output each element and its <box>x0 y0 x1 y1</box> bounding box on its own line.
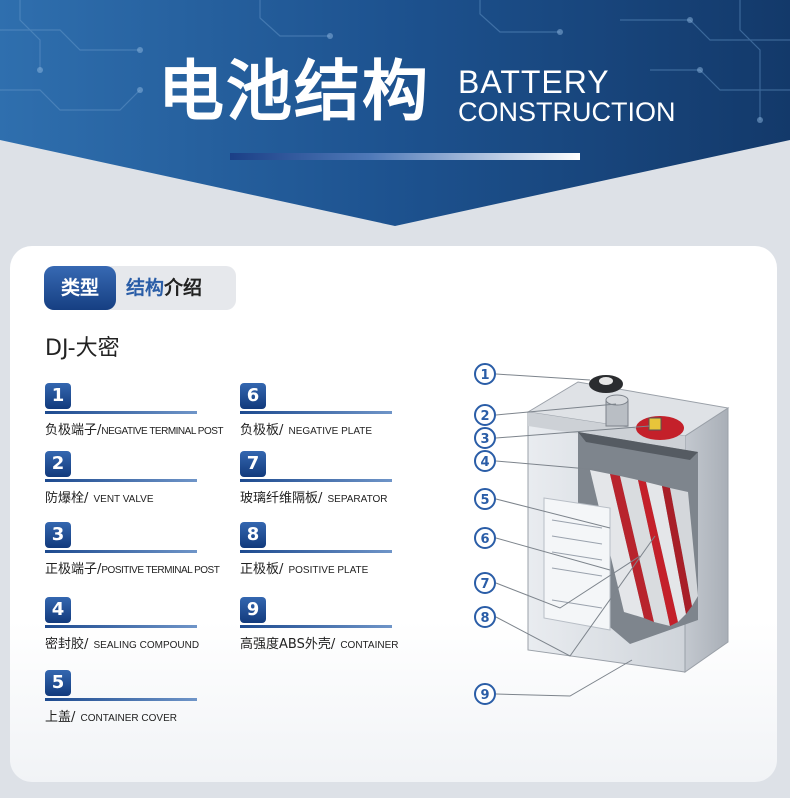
part-label-en: CONTAINER <box>340 640 399 651</box>
part-number-badge: 5 <box>45 670 71 696</box>
header-background <box>0 0 790 250</box>
callout-8-marker: 8 <box>474 606 496 628</box>
part-label-cn: 防爆栓/ <box>45 491 89 506</box>
part-label-en: POSITIVE PLATE <box>288 565 369 576</box>
callout-5-text: 5 <box>480 493 489 508</box>
part-number-badge: 9 <box>240 597 266 623</box>
part-number-badge: 2 <box>45 451 71 477</box>
part-label-cn: 正极板/ <box>240 562 284 577</box>
part-label-cn: 正极端子/ <box>45 562 102 577</box>
part-label-en: SEPARATOR <box>327 494 388 505</box>
callout-8-text: 8 <box>480 611 489 626</box>
part-underline <box>45 625 197 628</box>
part-label-en: SEALING COMPOUND <box>93 640 200 651</box>
part-label: 负极端子/NEGATIVE TERMINAL POST <box>45 419 224 438</box>
title-underline <box>230 153 580 160</box>
callout-leaders <box>495 373 656 697</box>
part-label-en: CONTAINER COVER <box>80 713 177 724</box>
part-number-badge: 6 <box>240 383 266 409</box>
page-header: 电池结构 BATTERY CONSTRUCTION <box>0 0 790 250</box>
part-label-en: POSITIVE TERMINAL POST <box>101 565 220 576</box>
part-label: 密封胶/ SEALING COMPOUND <box>45 633 199 652</box>
part-number-badge: 3 <box>45 522 71 548</box>
part-underline <box>45 411 197 414</box>
callout-4-marker: 4 <box>474 450 496 472</box>
callout-markers: 1 2 3 4 5 6 7 8 9 <box>474 363 496 705</box>
part-label-en: NEGATIVE PLATE <box>288 426 373 437</box>
part-label: 防爆栓/ VENT VALVE <box>45 487 154 506</box>
part-label-cn: 上盖/ <box>45 710 76 725</box>
callout-6-text: 6 <box>480 532 489 547</box>
part-label: 正极端子/POSITIVE TERMINAL POST <box>45 558 220 577</box>
part-underline <box>45 550 197 553</box>
callout-3-text: 3 <box>480 432 489 447</box>
page-title-cn: 电池结构 <box>158 53 430 130</box>
positive-terminal-bolt <box>648 417 662 431</box>
callout-6-marker: 6 <box>474 527 496 549</box>
part-number-badge: 7 <box>240 451 266 477</box>
battery-cutaway-diagram: 1 2 3 4 5 6 7 8 9 <box>460 360 760 724</box>
part-underline <box>240 411 392 414</box>
vent-valve-cap <box>605 394 629 406</box>
part-label-en: VENT VALVE <box>93 494 154 505</box>
callout-1-text: 1 <box>480 368 489 383</box>
tab-type[interactable]: 类型 <box>44 266 116 310</box>
callout-4-text: 4 <box>480 455 489 470</box>
part-label-cn: 高强度ABS外壳/ <box>240 637 336 652</box>
part-number-badge: 1 <box>45 383 71 409</box>
part-label: 负极板/ NEGATIVE PLATE <box>240 419 372 438</box>
callout-1-marker: 1 <box>474 363 496 385</box>
part-label: 玻璃纤维隔板/ SEPARATOR <box>240 487 388 506</box>
part-underline <box>240 550 392 553</box>
callout-7-text: 7 <box>480 577 489 592</box>
part-label-en: NEGATIVE TERMINAL POST <box>101 426 224 437</box>
cutaway-shadow <box>578 432 698 460</box>
callout-3-marker: 3 <box>474 427 496 449</box>
part-label-cn: 密封胶/ <box>45 637 89 652</box>
part-label: 上盖/ CONTAINER COVER <box>45 706 177 725</box>
part-label-cn: 负极板/ <box>240 423 284 438</box>
battery-label-panel <box>543 497 611 631</box>
callout-7-marker: 7 <box>474 572 496 594</box>
part-underline <box>240 625 392 628</box>
callout-2-text: 2 <box>480 409 489 424</box>
part-underline <box>45 479 197 482</box>
part-underline <box>45 698 197 701</box>
callout-9-marker: 9 <box>474 683 496 705</box>
label-lines <box>551 519 603 609</box>
part-label-cn: 负极端子/ <box>45 423 102 438</box>
part-label-cn: 玻璃纤维隔板/ <box>240 491 323 506</box>
cover-rim <box>528 412 685 450</box>
callout-2-marker: 2 <box>474 404 496 426</box>
part-label: 高强度ABS外壳/ CONTAINER <box>240 633 398 652</box>
battery-illustration: 1 2 3 4 5 6 7 8 9 <box>474 363 730 705</box>
part-number-badge: 8 <box>240 522 266 548</box>
tab-intro-label-blue: 结构 <box>126 277 165 299</box>
tab-structure-intro[interactable]: 结构介绍 <box>124 266 236 310</box>
part-label: 正极板/ POSITIVE PLATE <box>240 558 368 577</box>
callout-5-marker: 5 <box>474 488 496 510</box>
page-title-en-line2: CONSTRUCTION <box>458 97 676 127</box>
part-number-badge: 4 <box>45 597 71 623</box>
callout-9-text: 9 <box>480 688 489 703</box>
page-title-en-line1: BATTERY <box>458 64 610 100</box>
tab-intro-label-dark: 介绍 <box>164 277 203 299</box>
model-name: DJ-大密 <box>45 336 120 361</box>
part-underline <box>240 479 392 482</box>
negative-terminal-bolt <box>599 377 613 385</box>
